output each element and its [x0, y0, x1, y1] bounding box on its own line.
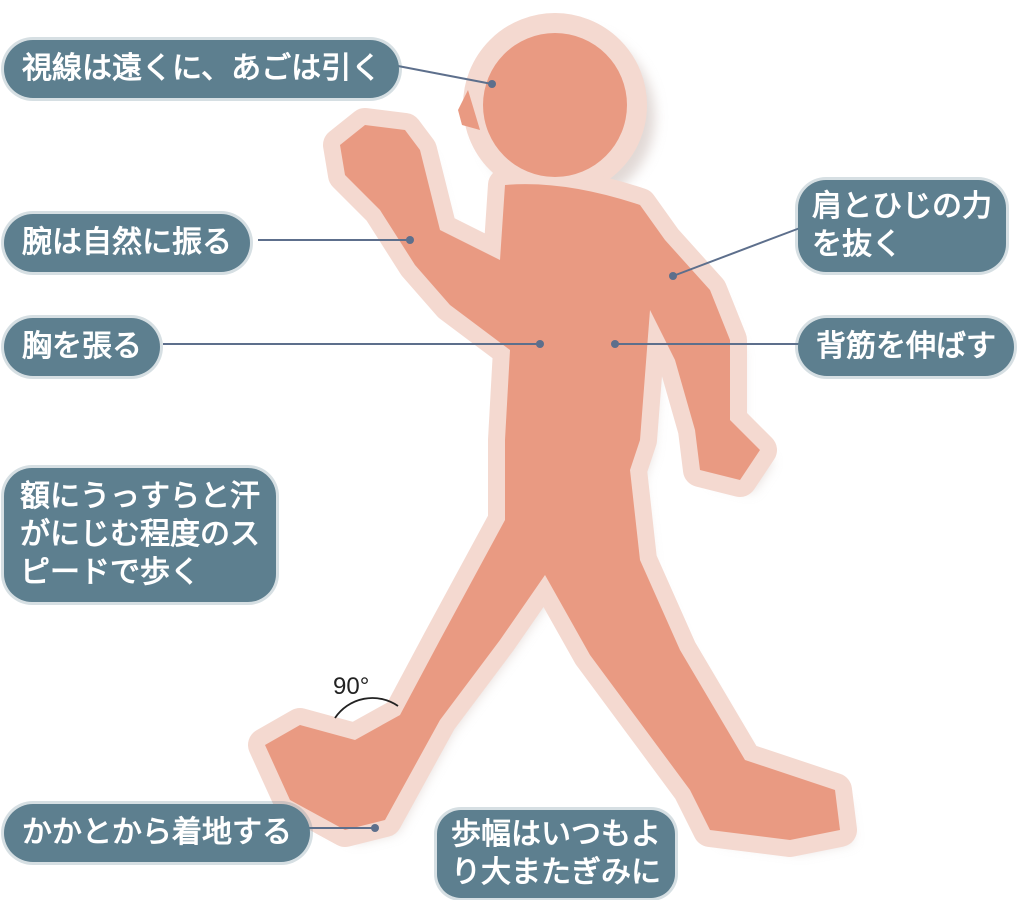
label-shoulders-line1: 肩とひじの力 — [812, 189, 992, 224]
leader-line-shoulders — [672, 227, 801, 277]
leader-dot-shoulders — [669, 272, 677, 280]
walking-figure — [248, 13, 857, 857]
leader-line-gaze — [397, 65, 493, 85]
label-stride: 歩幅はいつもよ り大またぎみに — [437, 810, 675, 898]
angle-arc — [334, 697, 399, 719]
label-back: 背筋を伸ばす — [798, 318, 1014, 376]
label-heel-text: かかとから着地する — [22, 815, 292, 850]
label-arms: 腕は自然に振る — [4, 214, 250, 272]
angle-marker: 90° — [333, 673, 399, 719]
leader-dot-gaze — [488, 80, 496, 88]
leader-lines — [163, 65, 801, 832]
label-chest-text: 胸を張る — [22, 329, 142, 364]
leader-dot-arms — [406, 236, 414, 244]
label-speed-line1: 額にうっすらと汗 — [20, 479, 260, 514]
figure-silhouette — [265, 33, 840, 840]
label-stride-line2: り大またぎみに — [451, 855, 661, 890]
leader-dot-back — [611, 340, 619, 348]
label-shoulders-line2: を抜く — [812, 227, 902, 262]
label-gaze-text: 視線は遠くに、あごは引く — [22, 51, 382, 86]
label-back-text: 背筋を伸ばす — [816, 329, 996, 364]
label-speed-line3: ピードで歩く — [20, 555, 200, 590]
angle-label: 90° — [333, 673, 369, 700]
label-heel: かかとから着地する — [4, 804, 310, 862]
label-chest: 胸を張る — [4, 318, 160, 376]
label-arms-text: 腕は自然に振る — [22, 225, 232, 260]
label-shoulders: 肩とひじの力 を抜く — [798, 180, 1006, 272]
label-stride-line1: 歩幅はいつもよ — [451, 817, 661, 852]
leader-dot-chest — [536, 340, 544, 348]
label-gaze: 視線は遠くに、あごは引く — [4, 40, 400, 98]
label-speed: 額にうっすらと汗 がにじむ程度のス ピードで歩く — [4, 468, 276, 602]
leader-dot-heel — [371, 824, 379, 832]
label-speed-line2: がにじむ程度のス — [20, 517, 260, 552]
